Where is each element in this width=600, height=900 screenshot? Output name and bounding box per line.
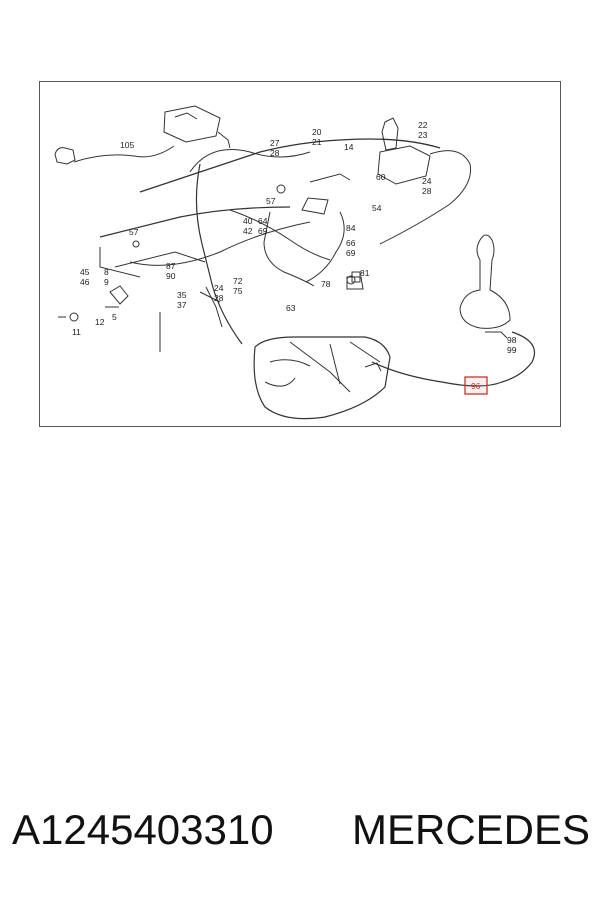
highlight-callout-96: 96	[464, 376, 488, 395]
callout-45: 45	[80, 267, 90, 277]
callout-23: 23	[418, 130, 428, 140]
callout-20: 20	[312, 127, 322, 137]
callout-22: 22	[418, 120, 428, 130]
highlight-box	[464, 376, 488, 395]
callout-72: 72	[233, 276, 243, 286]
callout-63: 63	[286, 303, 296, 313]
callout-54: 54	[372, 203, 382, 213]
module-shape	[163, 105, 221, 143]
callout-57: 57	[266, 196, 276, 206]
callout-24: 24	[422, 176, 432, 186]
brand-name: MERCEDES	[352, 806, 591, 853]
callout-40: 40	[243, 216, 253, 226]
shifter-housing-shape	[377, 145, 431, 185]
connector-shape	[54, 147, 76, 165]
callout-99: 99	[507, 345, 517, 355]
callout-66: 66	[346, 238, 356, 248]
callout-64: 64	[258, 216, 268, 226]
callout-28: 28	[422, 186, 432, 196]
callout-87: 87	[166, 261, 176, 271]
shift-lever-shape	[459, 234, 511, 329]
callout-46: 46	[80, 277, 90, 287]
callout-9: 9	[104, 277, 109, 287]
callout-28: 28	[214, 293, 224, 303]
callout-57: 57	[129, 227, 139, 237]
callout-14: 14	[344, 142, 354, 152]
callout-96: 96	[471, 381, 481, 391]
callout-75: 75	[233, 286, 243, 296]
callout-105: 105	[120, 140, 134, 150]
callout-11: 11	[72, 327, 81, 337]
callout-21: 21	[312, 137, 322, 147]
part-number: A1245403310	[12, 806, 274, 853]
callout-37: 37	[177, 300, 187, 310]
callout-27: 27	[270, 138, 280, 148]
shift-cable-shape	[371, 331, 536, 387]
callout-60: 60	[376, 172, 386, 182]
transmission-shape	[253, 336, 391, 420]
callout-35: 35	[177, 290, 187, 300]
callout-84: 84	[346, 223, 356, 233]
callout-24: 24	[214, 283, 224, 293]
callout-98: 98	[507, 335, 517, 345]
callout-78: 78	[321, 279, 331, 289]
callout-81: 81	[360, 268, 370, 278]
callout-labels: 105 27 28 20 21 14 22 23 60 24 28 57 54 …	[72, 120, 517, 355]
callout-28: 28	[270, 148, 280, 158]
callout-12: 12	[95, 317, 105, 327]
wiring-illustration: 105 27 28 20 21 14 22 23 60 24 28 57 54 …	[54, 105, 536, 420]
callout-69: 69	[346, 248, 356, 258]
callout-42: 42	[243, 226, 253, 236]
callout-8: 8	[104, 267, 109, 277]
callout-5: 5	[112, 312, 117, 322]
callout-69: 69	[258, 226, 268, 236]
callout-90: 90	[166, 271, 176, 281]
parts-diagram: 105 27 28 20 21 14 22 23 60 24 28 57 54 …	[39, 81, 561, 427]
